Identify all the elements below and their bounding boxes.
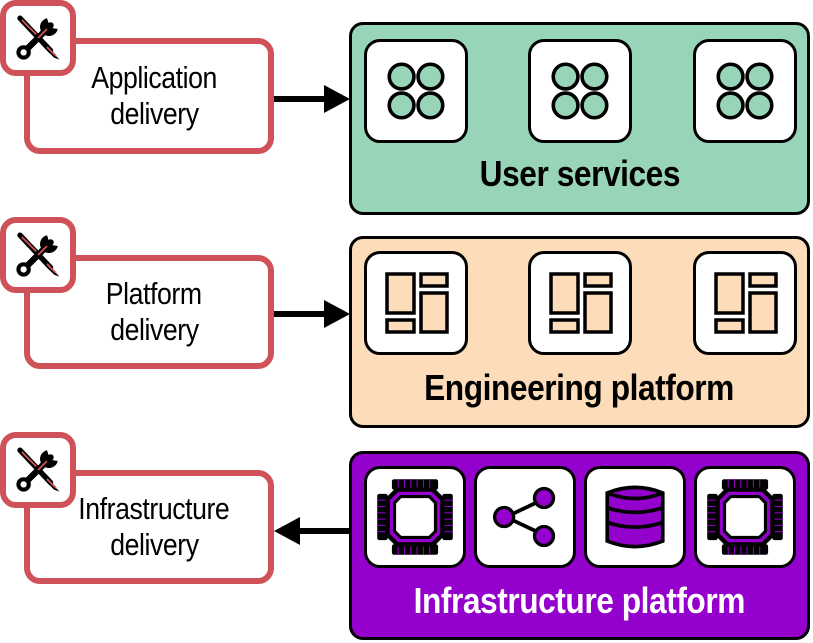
application-delivery-box: Application delivery: [24, 38, 274, 154]
arrow-to-engineering-platform: [274, 297, 352, 331]
engineering-platform-layer: Engineering platform: [349, 236, 810, 428]
user-services-title: User services: [479, 153, 680, 194]
cpu-chip-icon: [373, 475, 457, 559]
tools-icon: [11, 11, 65, 65]
application-delivery-badge: [0, 0, 76, 76]
service-grid-icon: [380, 55, 452, 127]
engineering-tool-tile: [528, 251, 632, 355]
application-delivery-label-line2: delivery: [109, 96, 199, 131]
dashboard-layout-icon: [545, 268, 615, 338]
infrastructure-platform-title: Infrastructure platform: [413, 580, 746, 621]
infrastructure-tile: [694, 466, 796, 568]
platform-delivery-badge: [0, 217, 76, 293]
service-grid-icon: [544, 55, 616, 127]
service-grid-icon: [709, 55, 781, 127]
application-delivery-label-line1: Application: [91, 60, 217, 95]
engineering-tool-tile: [693, 251, 797, 355]
infrastructure-tile: [364, 466, 466, 568]
infrastructure-delivery-label-line2: delivery: [109, 527, 199, 562]
dashboard-layout-icon: [381, 268, 451, 338]
platform-delivery-label-line1: Platform: [106, 276, 202, 311]
dashboard-layout-icon: [710, 268, 780, 338]
infrastructure-tile: [584, 466, 686, 568]
infrastructure-delivery-label-line1: Infrastructure: [78, 491, 230, 526]
infrastructure-platform-layer: Infrastructure platform: [349, 451, 810, 640]
infrastructure-tile: [474, 466, 576, 568]
share-network-icon: [487, 479, 563, 555]
user-service-tile: [364, 39, 468, 143]
user-services-layer: User services: [349, 22, 810, 215]
database-icon: [598, 480, 672, 554]
tools-icon: [11, 228, 65, 282]
arrow-to-user-services: [274, 82, 352, 116]
engineering-platform-title: Engineering platform: [424, 367, 735, 408]
user-service-tile: [528, 39, 632, 143]
tools-icon: [11, 443, 65, 497]
cpu-chip-icon: [703, 475, 787, 559]
platform-delivery-label-line2: delivery: [109, 312, 199, 347]
engineering-tool-tile: [364, 251, 468, 355]
arrow-to-infrastructure-delivery: [272, 514, 350, 548]
user-service-tile: [693, 39, 797, 143]
infrastructure-delivery-badge: [0, 432, 76, 508]
